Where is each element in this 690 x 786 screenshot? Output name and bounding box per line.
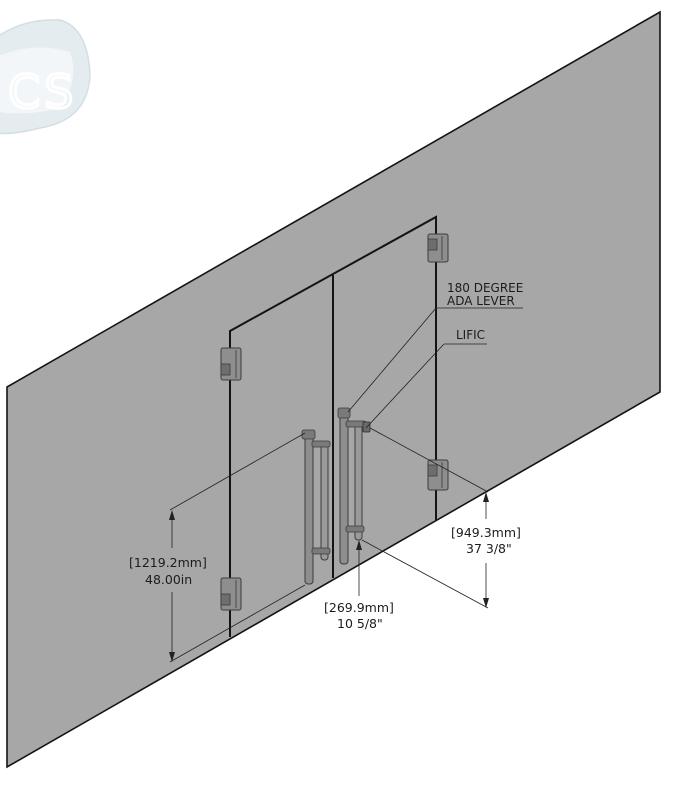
logo-watermark: CS [0, 19, 91, 135]
lever-label-line2: ADA LEVER [447, 294, 515, 308]
lific-label: LIFIC [456, 328, 485, 342]
callout-lever-leader [347, 307, 523, 413]
hinge-height-mm: [949.3mm] [451, 525, 521, 540]
left-pull-handle [301, 429, 331, 585]
dimension-pull-height [169, 432, 306, 663]
hinge-top-right [427, 233, 449, 263]
hinge-height-imperial: 37 3/8" [466, 541, 512, 556]
door-frame [229, 215, 437, 637]
pull-height-mm: [1219.2mm] [129, 555, 207, 570]
dimension-hinge-height [361, 427, 489, 609]
hinge-top-left [220, 347, 242, 381]
pull-offset-mm: [269.9mm] [324, 600, 394, 615]
lever-label-line1: 180 DEGREE [447, 281, 523, 295]
dimension-pull-offset [356, 540, 362, 596]
right-pull-handle [337, 407, 367, 565]
hinge-bottom-left [220, 577, 242, 611]
logo-lettering: CS [8, 65, 77, 119]
pull-offset-imperial: 10 5/8" [337, 616, 383, 631]
pull-height-imperial: 48.00in [145, 572, 192, 587]
callout-lific-leader [365, 343, 487, 429]
